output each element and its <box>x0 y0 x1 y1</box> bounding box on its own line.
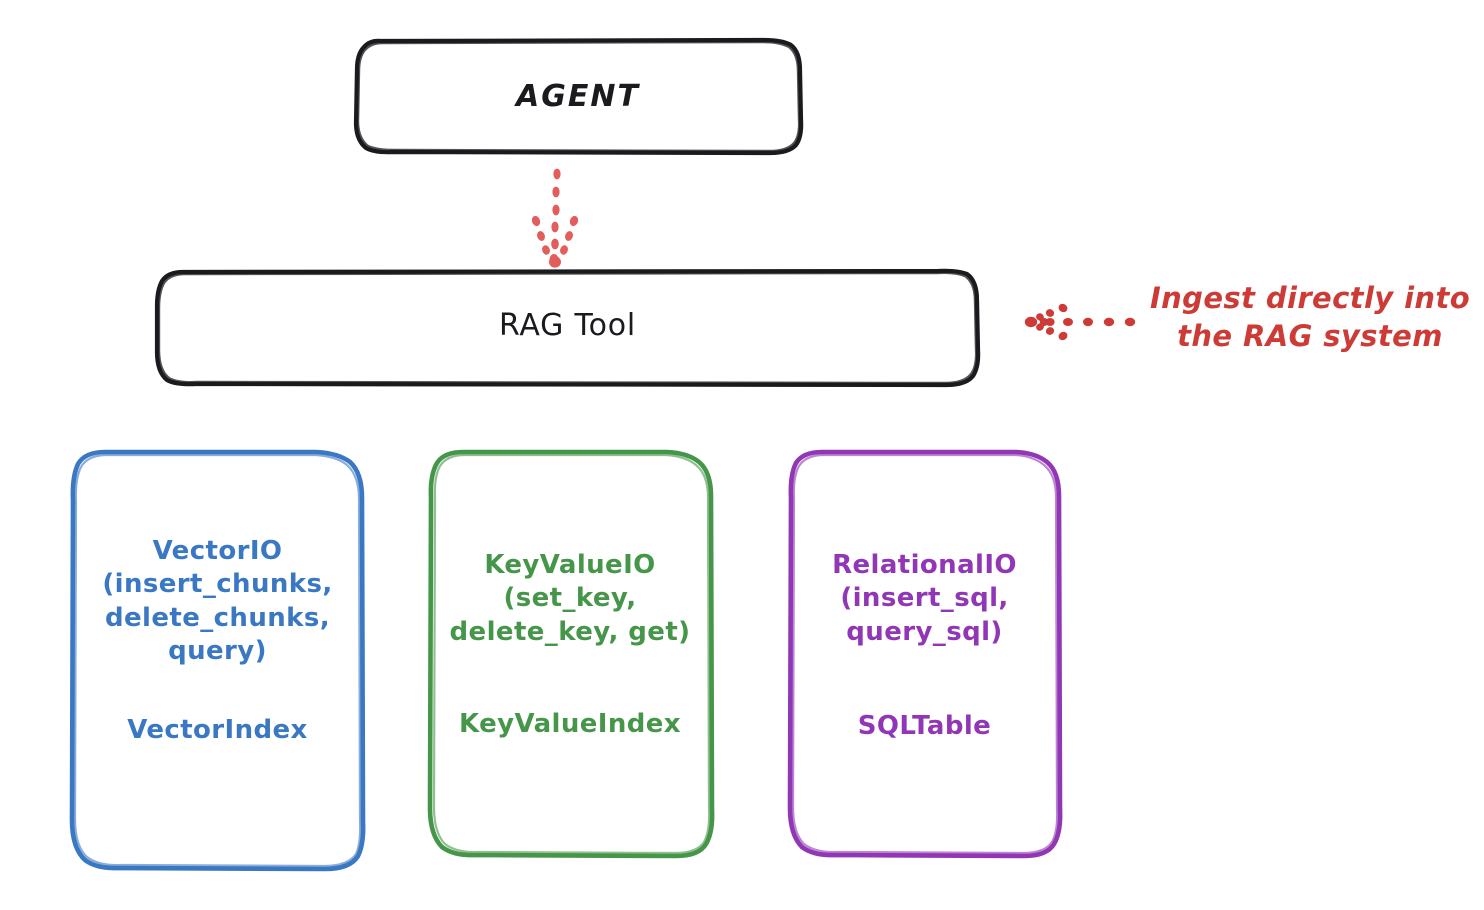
key-value-io-box-outline <box>427 449 715 859</box>
key-value-io-box[interactable] <box>427 449 715 859</box>
key-value-io-box-outline-sketch <box>432 453 711 855</box>
relational-io-box-outline-sketch <box>791 453 1059 855</box>
relational-io-box[interactable] <box>787 449 1063 859</box>
rag-tool-box[interactable] <box>154 268 981 388</box>
vector-io-box-outline-sketch <box>73 453 362 868</box>
agent-box-outline-sketch <box>356 40 801 153</box>
agent-box-outline <box>353 37 804 156</box>
vector-io-box-outline <box>69 449 366 872</box>
relational-io-box-outline <box>787 449 1063 859</box>
ingest-note-annotation: Ingest directly into the RAG system <box>1149 281 1471 354</box>
ingest-arrow <box>1024 303 1136 341</box>
vector-io-box[interactable] <box>69 449 366 872</box>
agent-to-rag-arrow <box>531 168 579 268</box>
rag-tool-box-outline-sketch <box>157 271 978 385</box>
agent-box[interactable] <box>353 37 804 156</box>
rag-tool-box-outline <box>154 268 981 388</box>
